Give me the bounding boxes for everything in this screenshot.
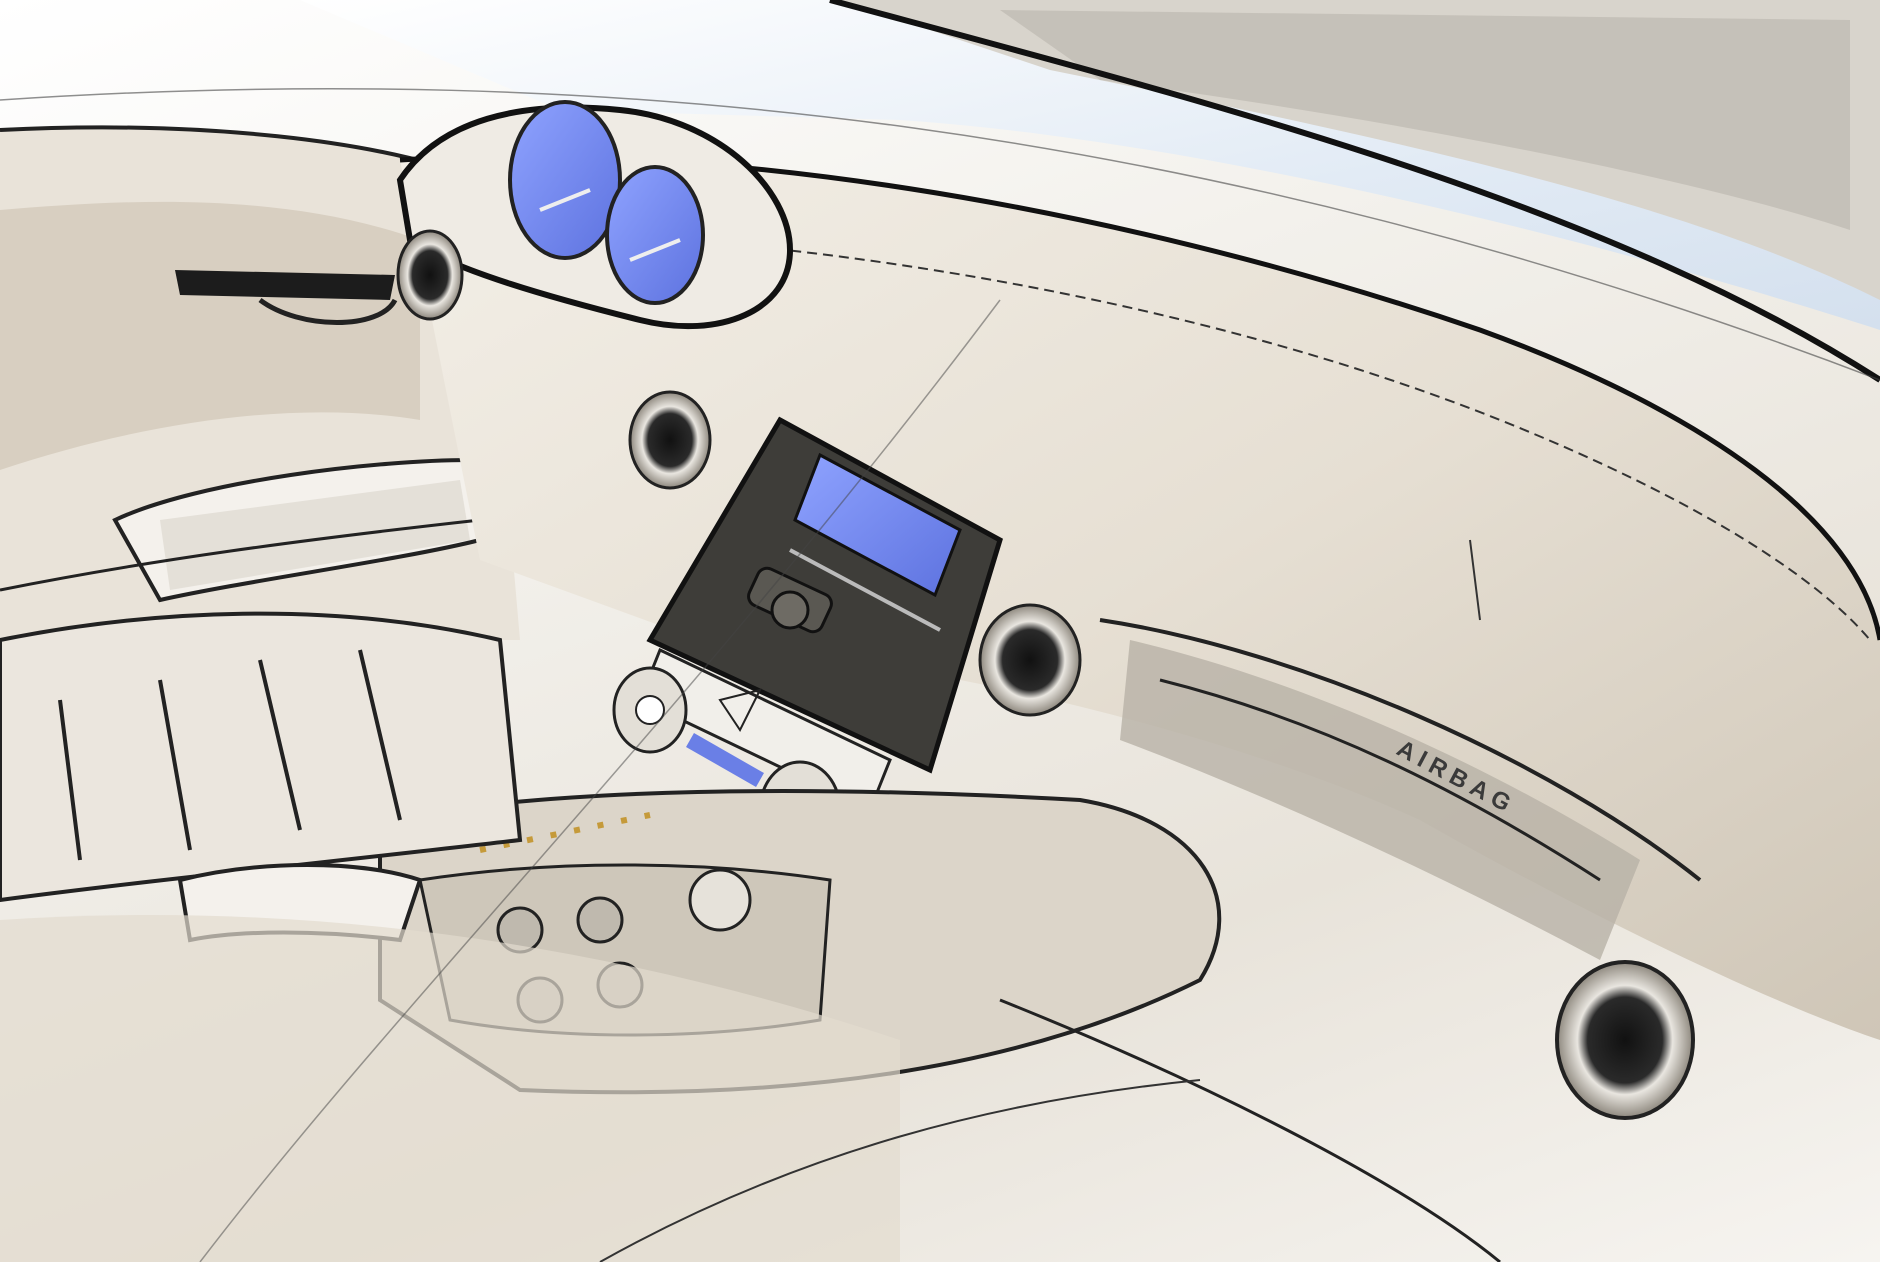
gauge-left [508, 100, 622, 260]
glovebox [1120, 640, 1640, 960]
vent-left-door [396, 229, 464, 321]
vent-center-left [628, 390, 712, 490]
seat [0, 611, 523, 903]
door-handle [175, 270, 395, 300]
vent-center-right [978, 603, 1082, 717]
console-dial [688, 868, 752, 932]
display-screen [793, 452, 962, 598]
vent-passenger [1555, 960, 1695, 1120]
console-button-2 [576, 896, 624, 944]
gauge-right [605, 165, 705, 305]
